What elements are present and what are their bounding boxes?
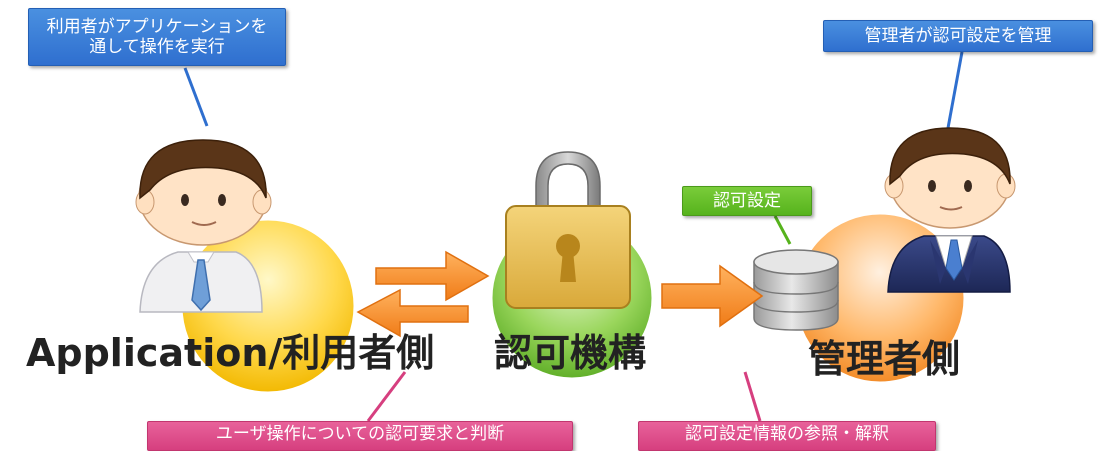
- pointer-reference-callout: [743, 371, 762, 422]
- bidirectional-arrow: [356, 250, 490, 338]
- pointer-admin-callout: [946, 51, 964, 129]
- database-icon: [753, 249, 839, 331]
- pointer-request-callout: [366, 371, 407, 422]
- pointer-green-callout: [773, 215, 792, 245]
- callout-settings-reference: 認可設定情報の参照・解釈: [638, 421, 936, 451]
- arrow-to-database: [661, 264, 764, 328]
- callout-admin-manage: 管理者が認可設定を管理: [823, 20, 1093, 52]
- label-admin: 管理者側: [808, 337, 961, 381]
- callout-user-action: 利用者がアプリケーションを 通して操作を実行: [28, 8, 286, 66]
- callout-auth-settings: 認可設定: [682, 186, 812, 216]
- padlock-icon: [505, 151, 631, 309]
- label-auth-mechanism: 認可機構: [494, 331, 647, 375]
- label-app-user: Application/利用者側: [26, 331, 435, 375]
- pointer-user-callout: [183, 67, 209, 127]
- user-figure-icon: [135, 139, 272, 313]
- admin-figure-icon: [884, 127, 1016, 293]
- callout-auth-request: ユーザ操作についての認可要求と判断: [147, 421, 573, 451]
